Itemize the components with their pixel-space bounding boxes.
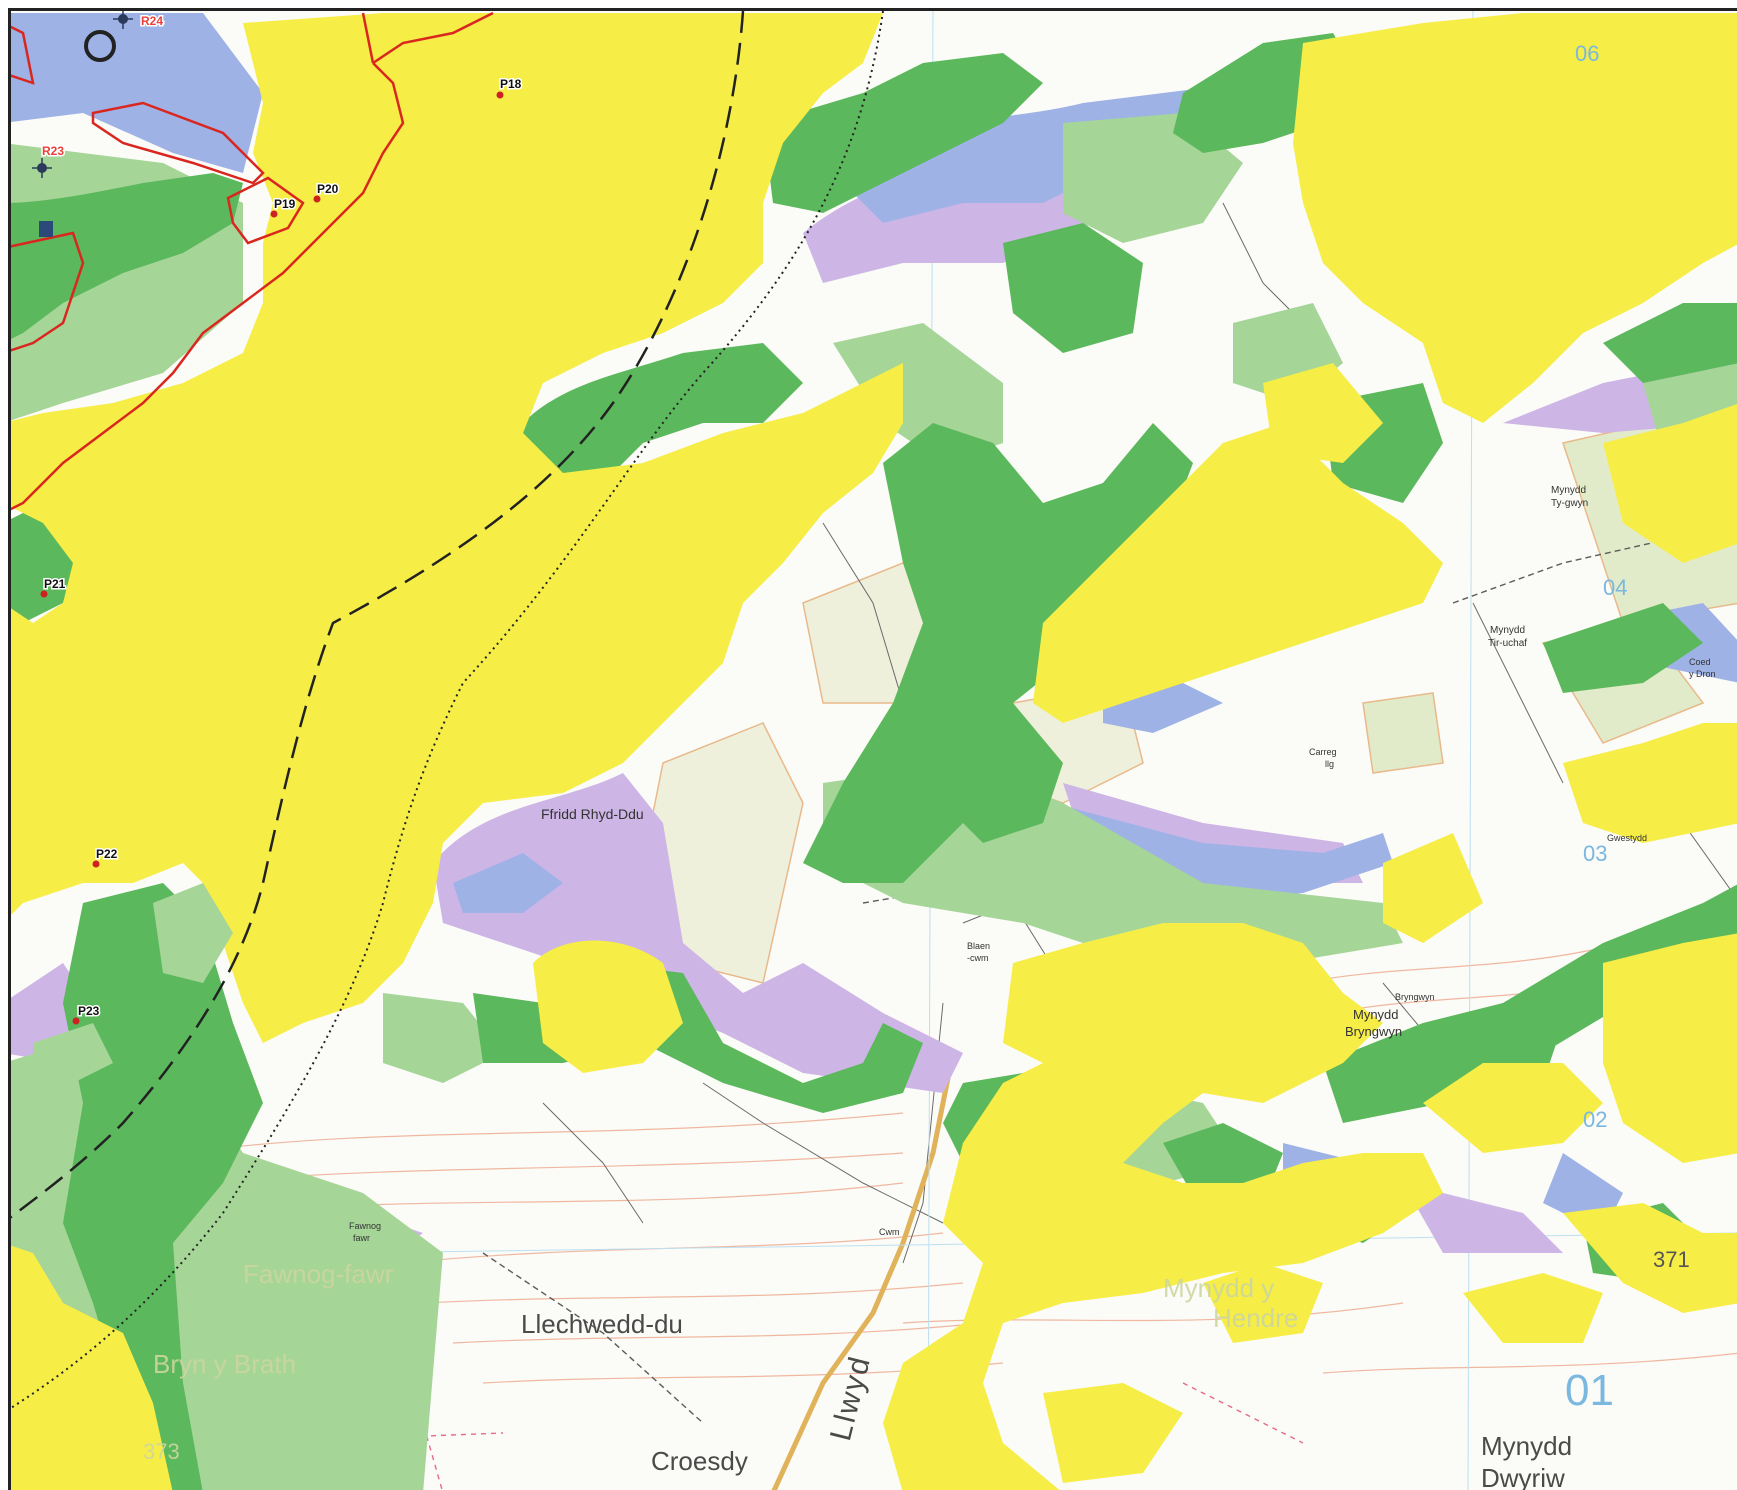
label-mynydd-tyr-gwyn-2: Ty-gwyn xyxy=(1551,498,1588,509)
label-mynydd-tyr-uchaf-1: Mynydd xyxy=(1490,625,1525,636)
map-frame[interactable]: Ffridd Rhyd-Ddu Fawnog-fawr Bryn y Brath… xyxy=(8,8,1737,1490)
label-fawnog-2: fawr xyxy=(353,1233,370,1243)
viewpoint-labels: P18 P19 P20 P21 P22 P23 xyxy=(43,76,524,1020)
label-bryn-y-brath: Bryn y Brath xyxy=(153,1349,296,1379)
label-mynydd-hendre-1: Mynydd y xyxy=(1163,1273,1274,1303)
road xyxy=(771,1052,956,1490)
label-p19: P19 xyxy=(274,197,296,211)
zone-yellow xyxy=(11,13,1737,1490)
label-fawnog-1: Fawnog xyxy=(349,1221,381,1231)
receptor-markers xyxy=(32,11,133,178)
grid-labels: 06 04 03 02 01 xyxy=(1565,41,1627,1415)
label-p18: P18 xyxy=(500,77,522,91)
viewpoint-p19-marker xyxy=(270,210,278,218)
turbine-marker-circle[interactable] xyxy=(84,30,116,62)
label-fawnog-large: Fawnog-fawr xyxy=(243,1259,394,1289)
grid-06: 06 xyxy=(1575,41,1599,66)
label-cwm: Cwm xyxy=(879,1227,900,1237)
label-coed-1: Coed xyxy=(1689,657,1711,667)
label-coed-2: y Dron xyxy=(1689,669,1716,679)
label-p20: P20 xyxy=(317,182,339,196)
label-gwestydd: Gwestydd xyxy=(1607,833,1647,843)
grid-04: 04 xyxy=(1603,575,1627,600)
label-mynydd-bryngwyn-1: Mynydd xyxy=(1353,1007,1399,1022)
label-mynydd-dwyriw-2: Dwyriw xyxy=(1481,1463,1565,1490)
label-mynydd-bryngwyn-2: Bryngwyn xyxy=(1345,1024,1402,1039)
label-p21: P21 xyxy=(44,577,66,591)
viewpoint-markers xyxy=(40,91,504,1025)
spot-heights: 371 373 xyxy=(143,1247,1690,1464)
viewpoint-p20-marker xyxy=(313,195,321,203)
site-boundary xyxy=(11,11,494,511)
label-mynydd-dwyriw-1: Mynydd xyxy=(1481,1431,1572,1461)
height-371: 371 xyxy=(1653,1247,1690,1272)
label-r24: R24 xyxy=(141,14,163,28)
label-llechwedd: Llechwedd-du xyxy=(521,1309,683,1339)
label-carreg-1: Carreg xyxy=(1309,747,1337,757)
label-p23: P23 xyxy=(78,1004,100,1018)
grid-01: 01 xyxy=(1565,1366,1614,1415)
label-mynydd-hendre-2: Hendre xyxy=(1213,1303,1298,1333)
height-373: 373 xyxy=(143,1439,180,1464)
zone-light-green-west xyxy=(33,883,233,1083)
label-blaen-2: -cwm xyxy=(967,953,989,963)
grid-03: 03 xyxy=(1583,841,1607,866)
viewpoint-p18-marker xyxy=(496,91,504,99)
label-bryngwyn: Bryngwyn xyxy=(1395,992,1435,1002)
viewpoint-p23-marker xyxy=(72,1017,80,1025)
label-ffridd: Ffridd Rhyd-Ddu xyxy=(541,806,644,822)
label-r23: R23 xyxy=(42,144,64,158)
receptor-labels: R24 R23 xyxy=(41,13,165,160)
grid-02: 02 xyxy=(1583,1107,1607,1132)
label-croesdy: Croesdy xyxy=(651,1446,748,1476)
viewpoint-p22-marker xyxy=(92,860,100,868)
label-mynydd-tyr-uchaf-2: Tir-uchaf xyxy=(1488,638,1527,649)
label-carreg-2: llg xyxy=(1325,759,1334,769)
study-radius-dashed xyxy=(11,11,745,1219)
label-blaen-1: Blaen xyxy=(967,941,990,951)
building-symbol xyxy=(39,221,53,237)
zone-of-theoretical-visibility-map[interactable]: Ffridd Rhyd-Ddu Fawnog-fawr Bryn y Brath… xyxy=(11,11,1737,1490)
place-labels: Ffridd Rhyd-Ddu Fawnog-fawr Bryn y Brath… xyxy=(153,485,1716,1490)
label-mynydd-tyr-gwyn-1: Mynydd xyxy=(1551,485,1586,496)
label-p22: P22 xyxy=(96,847,118,861)
viewpoint-p21-marker xyxy=(40,590,48,598)
study-radius-dotted xyxy=(11,11,884,1410)
